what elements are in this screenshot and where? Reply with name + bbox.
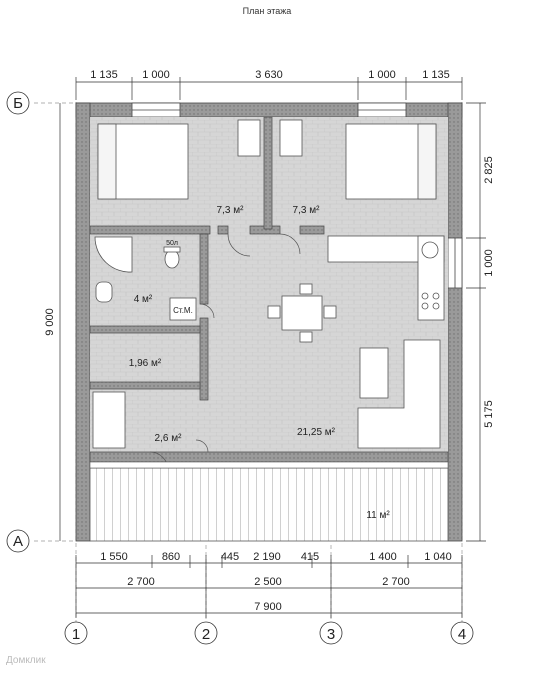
boiler-label: 50л (166, 240, 178, 247)
right-dim-1: 2 825 (483, 156, 495, 184)
bathroom-fixtures (94, 236, 197, 321)
bottom-dim-7: 1 040 (424, 551, 452, 563)
dining-table (267, 283, 337, 343)
top-dim-1: 1 135 (90, 69, 118, 81)
axis-label-b: Б (13, 95, 23, 112)
room-terrace: 11 м² (366, 510, 390, 521)
bottom-dim-6: 1 400 (369, 551, 397, 563)
right-dim-3: 5 175 (483, 400, 495, 428)
top-dim-4: 1 000 (368, 69, 396, 81)
right-window (447, 237, 463, 289)
kitchen (327, 235, 445, 321)
bottom-dim-9: 2 500 (254, 576, 282, 588)
interior-walls (89, 116, 449, 463)
axis-label-3: 3 (327, 626, 335, 643)
bottom-dim-2: 860 (162, 551, 180, 563)
room-living: 21,25 м² (297, 427, 336, 438)
room-bathroom: 4 м² (134, 294, 153, 305)
bottom-dim-5: 415 (301, 551, 319, 563)
room-closet: 1,96 м² (129, 358, 162, 369)
room-bedroom-right: 7,3 м² (293, 205, 321, 216)
room-hall: 2,6 м² (155, 433, 183, 444)
bottom-dim-3: 445 (221, 551, 239, 563)
watermark: Домклик (6, 655, 46, 666)
bottom-dim-4: 2 190 (253, 551, 281, 563)
bottom-dim-total: 7 900 (254, 601, 282, 613)
sofa (357, 339, 441, 449)
hall-bench (92, 391, 126, 449)
page-title: План этажа (242, 6, 292, 16)
top-dimension-lines (75, 77, 463, 100)
left-dim: 9 000 (44, 308, 56, 336)
right-dimension-lines (466, 102, 486, 542)
axis-label-4: 4 (458, 626, 466, 643)
axis-circles (6, 91, 474, 645)
top-dim-2: 1 000 (142, 69, 170, 81)
beds (97, 119, 437, 200)
terrace (89, 461, 449, 542)
cabinet-label: Ст.М. (173, 306, 193, 315)
room-bedroom-left: 7,3 м² (217, 205, 245, 216)
top-dim-3: 3 630 (255, 69, 283, 81)
axis-label-2: 2 (202, 626, 210, 643)
top-dim-5: 1 135 (422, 69, 450, 81)
bottom-dimension-lines (75, 555, 463, 618)
bottom-dim-8: 2 700 (127, 576, 155, 588)
top-windows (131, 102, 407, 118)
axis-label-1: 1 (72, 626, 80, 643)
right-dim-2: 1 000 (483, 249, 495, 277)
bottom-dim-10: 2 700 (382, 576, 410, 588)
bottom-dim-1: 1 550 (100, 551, 128, 563)
axis-label-a: А (13, 533, 23, 550)
